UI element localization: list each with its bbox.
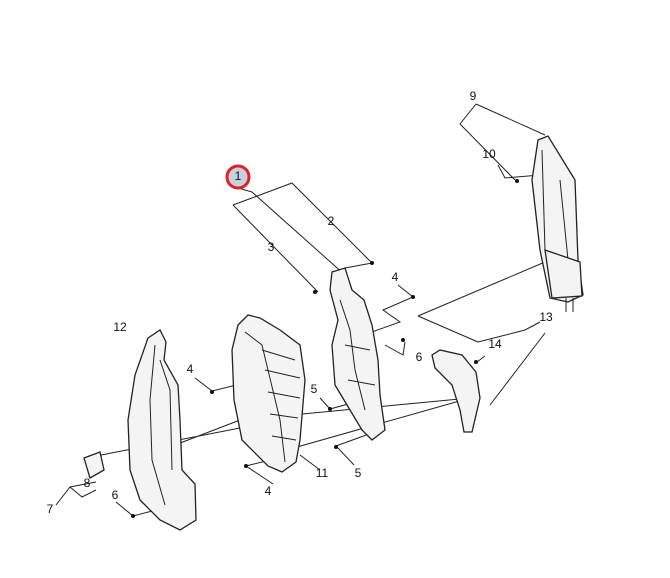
callout-12[interactable]: 12 — [113, 320, 127, 334]
callout-2[interactable]: 2 — [328, 214, 335, 228]
callout-4[interactable]: 4 — [265, 484, 272, 498]
callout-4[interactable]: 4 — [187, 362, 194, 376]
callout-8[interactable]: 8 — [84, 476, 91, 490]
part-13-bracket — [431, 349, 481, 433]
callout-13[interactable]: 13 — [539, 310, 553, 324]
callout-3[interactable]: 3 — [268, 240, 275, 254]
callout-1-highlighted[interactable]: 1 — [225, 164, 251, 190]
part-11-air-baffle — [231, 314, 306, 473]
callout-4[interactable]: 4 — [392, 270, 399, 284]
callout-6[interactable]: 6 — [112, 488, 119, 502]
callout-6[interactable]: 6 — [416, 350, 423, 364]
part-8-clip — [83, 451, 105, 479]
part-bracket-center — [329, 267, 386, 441]
callout-10[interactable]: 10 — [482, 147, 496, 161]
callout-11[interactable]: 11 — [316, 466, 329, 480]
part-12-side-deflector — [127, 329, 197, 531]
callout-9[interactable]: 9 — [470, 89, 477, 103]
part-9-side-panel — [531, 135, 584, 312]
callout-5[interactable]: 5 — [355, 466, 362, 480]
callout-14[interactable]: 14 — [488, 337, 502, 351]
callout-5[interactable]: 5 — [311, 382, 318, 396]
callout-label: 1 — [235, 169, 242, 183]
callout-labels: 2 3 4 4 4 5 5 6 6 7 8 9 10 11 12 13 14 — [47, 89, 553, 516]
fasteners — [131, 179, 519, 518]
callout-7[interactable]: 7 — [47, 502, 54, 516]
